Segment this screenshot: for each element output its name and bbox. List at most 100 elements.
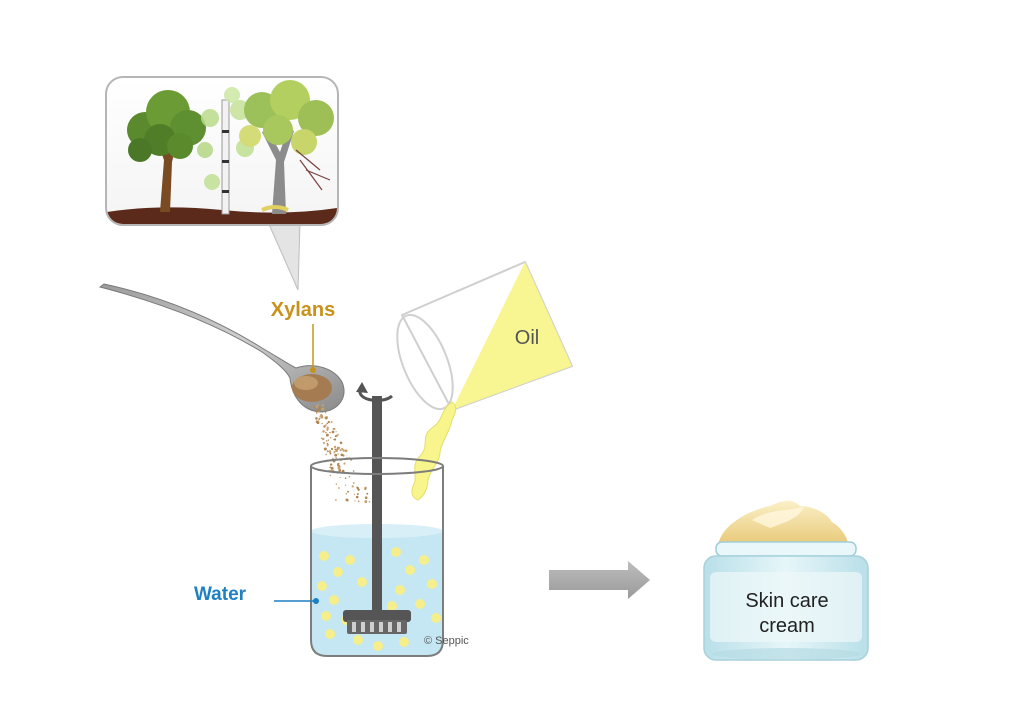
oil-droplet bbox=[325, 629, 335, 639]
callout-pointer bbox=[267, 221, 301, 291]
powder-speck bbox=[352, 470, 355, 472]
powder-speck bbox=[366, 492, 369, 495]
powder-speck bbox=[326, 426, 329, 429]
powder-speck bbox=[334, 435, 337, 438]
oil-droplet bbox=[319, 551, 329, 561]
powder-speck bbox=[329, 463, 333, 466]
powder-speck bbox=[335, 457, 337, 459]
powder-speck bbox=[325, 431, 327, 434]
powder-speck bbox=[348, 475, 351, 478]
powder-speck bbox=[333, 445, 337, 449]
powder-speck bbox=[322, 441, 326, 445]
oil-beaker-icon bbox=[396, 260, 574, 412]
powder-speck bbox=[342, 454, 345, 457]
powder-speck bbox=[335, 448, 337, 450]
birch-tree-icon bbox=[197, 87, 254, 215]
powder-speck bbox=[335, 483, 338, 485]
powder-speck bbox=[325, 433, 329, 437]
powder-speck bbox=[320, 437, 323, 439]
powder-speck bbox=[347, 490, 349, 493]
powder-speck bbox=[364, 488, 367, 490]
powder-speck bbox=[326, 442, 329, 445]
powder-speck bbox=[334, 448, 336, 450]
powder-speck bbox=[315, 417, 318, 420]
powder-speck bbox=[364, 496, 368, 499]
powder-speck bbox=[321, 404, 325, 407]
powder-speck bbox=[344, 477, 347, 480]
powder-speck bbox=[328, 450, 332, 453]
powder-speck bbox=[316, 403, 319, 407]
oil-droplet bbox=[345, 555, 355, 565]
powder-speck bbox=[342, 449, 345, 451]
powder-speck bbox=[337, 487, 340, 489]
powder-speck bbox=[326, 429, 328, 432]
beech-tree-icon bbox=[239, 80, 334, 214]
powder-speck bbox=[337, 446, 340, 450]
powder-speck bbox=[344, 449, 348, 453]
powder-speck bbox=[329, 431, 331, 434]
oak-tree-icon bbox=[127, 90, 206, 212]
trees-callout bbox=[105, 76, 339, 291]
powder-speck bbox=[333, 450, 336, 453]
oil-droplet bbox=[329, 595, 339, 605]
cream-label-line2: cream bbox=[759, 615, 815, 637]
powder-speck bbox=[357, 500, 360, 503]
powder-speck bbox=[339, 449, 342, 451]
powder-speck bbox=[335, 499, 337, 501]
powder-speck bbox=[325, 453, 327, 456]
powder-speck bbox=[326, 422, 329, 425]
cream-jar-icon bbox=[703, 500, 869, 661]
oil-droplet bbox=[317, 581, 327, 591]
powder-speck bbox=[355, 495, 359, 499]
powder-speck bbox=[334, 453, 338, 457]
powder-speck bbox=[337, 433, 339, 436]
falling-xylan-powder bbox=[313, 403, 371, 504]
powder-speck bbox=[353, 493, 356, 496]
powder-speck bbox=[354, 500, 356, 502]
stirrer-shaft bbox=[372, 396, 382, 612]
copyright-text: © Seppic bbox=[424, 635, 469, 647]
powder-speck bbox=[329, 452, 332, 455]
powder-speck bbox=[339, 476, 341, 479]
powder-speck bbox=[323, 425, 326, 428]
powder-speck bbox=[321, 407, 325, 411]
oil-droplet bbox=[431, 613, 441, 623]
powder-speck bbox=[321, 422, 323, 425]
powder-speck bbox=[351, 485, 354, 488]
powder-speck bbox=[322, 430, 325, 433]
powder-speck bbox=[353, 482, 355, 484]
spoon-icon bbox=[98, 283, 345, 413]
powder-speck bbox=[356, 487, 360, 490]
powder-speck bbox=[334, 438, 337, 441]
powder-speck bbox=[337, 465, 339, 467]
oil-droplet bbox=[399, 637, 409, 647]
powder-speck bbox=[321, 437, 325, 441]
powder-speck bbox=[325, 417, 328, 420]
powder-speck bbox=[343, 462, 346, 465]
powder-speck bbox=[345, 498, 349, 502]
oil-droplet bbox=[387, 601, 397, 611]
cream-label-line1: Skin care bbox=[745, 590, 828, 612]
oil-label: Oil bbox=[515, 327, 539, 349]
trees-illustration bbox=[107, 80, 337, 224]
powder-speck bbox=[330, 437, 332, 439]
stirrer-blade-icon bbox=[343, 610, 411, 634]
powder-speck bbox=[329, 474, 332, 477]
oil-droplet bbox=[373, 641, 383, 651]
powder-speck bbox=[356, 493, 359, 496]
powder-speck bbox=[330, 421, 333, 423]
powder-speck bbox=[315, 412, 318, 414]
powder-speck bbox=[330, 466, 334, 470]
oil-droplet bbox=[415, 599, 425, 609]
oil-droplet bbox=[357, 577, 367, 587]
oil-droplet bbox=[405, 565, 415, 575]
oil-droplet bbox=[419, 555, 429, 565]
oil-droplet bbox=[395, 585, 405, 595]
powder-speck bbox=[338, 462, 340, 465]
powder-speck bbox=[330, 447, 334, 451]
powder-speck bbox=[327, 439, 330, 441]
powder-speck bbox=[333, 438, 335, 441]
mixing-beaker-icon bbox=[310, 396, 444, 657]
powder-speck bbox=[323, 447, 327, 451]
powder-speck bbox=[344, 484, 347, 486]
